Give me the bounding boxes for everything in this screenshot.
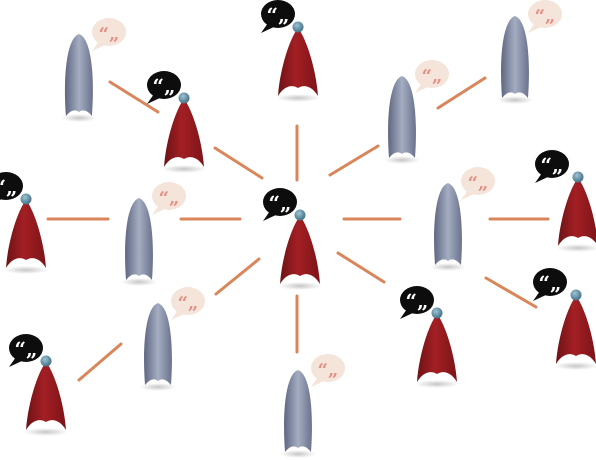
figure-top-right: “„ <box>497 0 562 104</box>
figure-left-inner: “„ <box>121 182 186 286</box>
connector-line <box>214 257 261 296</box>
red-rocket-figure-icon <box>24 355 68 436</box>
pale-quote-speech-bubble-icon: “„ <box>415 60 449 93</box>
figure-bottom-center: “„ <box>280 354 345 458</box>
connector-line <box>77 342 123 382</box>
black-quote-speech-bubble-icon: “„ <box>400 286 434 319</box>
figure-upper-left: “„ <box>61 18 126 122</box>
black-quote-speech-bubble-icon: “„ <box>261 0 295 33</box>
quote-glyph: “„ <box>468 173 489 194</box>
quote-glyph: “„ <box>538 271 561 295</box>
figure-lower-left-inner: “„ <box>140 287 205 391</box>
pale-quote-speech-bubble-icon: “„ <box>311 354 345 387</box>
black-quote-speech-bubble-icon: “„ <box>263 188 297 221</box>
figure-lower-right-inner: “„ <box>400 286 459 388</box>
pale-quote-speech-bubble-icon: “„ <box>528 0 562 33</box>
quote-glyph: “„ <box>266 3 289 27</box>
pale-quote-speech-bubble-icon: “„ <box>171 287 205 320</box>
quote-glyph: “„ <box>268 191 291 215</box>
quote-glyph: “„ <box>405 289 428 313</box>
quote-glyph: “„ <box>14 337 37 361</box>
black-quote-speech-bubble-icon: “„ <box>147 71 181 104</box>
quote-glyph: “„ <box>540 153 563 177</box>
connector-line <box>336 251 386 284</box>
quote-glyph: “„ <box>178 293 199 314</box>
gray-capsule-figure-icon <box>61 34 97 122</box>
red-rocket-figure-icon <box>278 209 322 290</box>
figure-lower-right: “„ <box>533 268 596 370</box>
figure-right: “„ <box>535 150 596 252</box>
red-rocket-figure-icon <box>554 289 596 370</box>
pale-quote-speech-bubble-icon: “„ <box>461 167 495 200</box>
gray-capsule-figure-icon <box>497 16 533 104</box>
red-rocket-figure-icon <box>276 21 320 102</box>
black-quote-speech-bubble-icon: “„ <box>533 268 567 301</box>
connector-line <box>328 144 380 177</box>
connector-line <box>436 76 487 110</box>
figure-right-inner: “„ <box>430 167 495 271</box>
quote-glyph: “„ <box>152 74 175 98</box>
black-quote-speech-bubble-icon: “„ <box>0 172 23 200</box>
connector-line <box>108 80 160 114</box>
red-rocket-figure-icon <box>162 92 206 173</box>
red-rocket-figure-icon <box>415 307 459 388</box>
figure-bottom-left: “„ <box>9 334 68 436</box>
gray-capsule-figure-icon <box>384 76 420 164</box>
gray-capsule-figure-icon <box>121 198 157 286</box>
connector-line <box>213 146 264 180</box>
connector-line <box>484 276 538 309</box>
black-quote-speech-bubble-icon: “„ <box>9 334 43 367</box>
red-rocket-figure-icon <box>4 193 48 274</box>
gray-capsule-figure-icon <box>430 183 466 271</box>
quote-glyph: “„ <box>422 66 443 87</box>
quote-glyph: “„ <box>0 175 18 199</box>
figure-upper-right-inner: “„ <box>384 60 449 164</box>
quote-glyph: “„ <box>99 24 120 45</box>
quote-glyph: “„ <box>159 188 180 209</box>
figure-left: “„ <box>0 172 48 274</box>
pale-quote-speech-bubble-icon: “„ <box>92 18 126 51</box>
gray-capsule-figure-icon <box>140 303 176 391</box>
figure-center: “„ <box>263 188 322 290</box>
connector-lines <box>46 76 550 382</box>
gray-capsule-figure-icon <box>280 370 316 458</box>
red-rocket-figure-icon <box>556 171 596 252</box>
figure-top-center: “„ <box>261 0 320 102</box>
quote-glyph: “„ <box>535 6 556 27</box>
figure-upper-left-inner: “„ <box>147 71 206 173</box>
quote-glyph: “„ <box>318 360 339 381</box>
black-quote-speech-bubble-icon: “„ <box>535 150 569 183</box>
pale-quote-speech-bubble-icon: “„ <box>152 182 186 215</box>
